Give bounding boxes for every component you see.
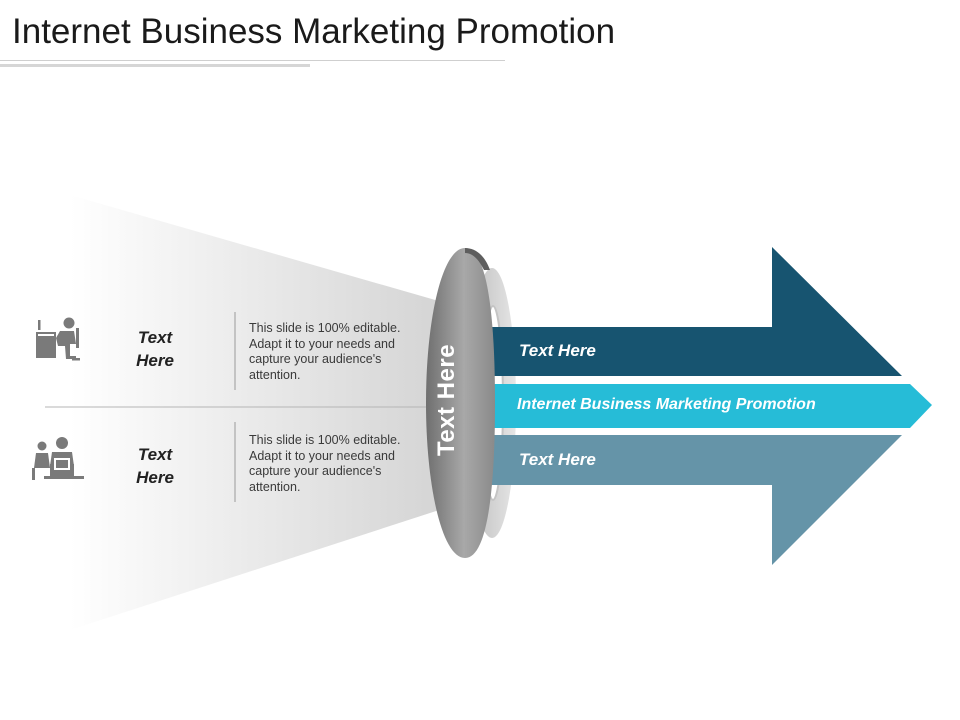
arrow-bottom-label: Text Here (519, 450, 596, 469)
row2-label: Text Here (136, 445, 174, 487)
person-at-desk-icon (32, 314, 82, 364)
title-underline-thick (0, 64, 310, 67)
row1-label: Text Here (136, 328, 174, 370)
ring-label: Text Here (433, 343, 460, 457)
row2-description: This slide is 100% editable. Adapt it to… (249, 433, 401, 494)
arrow-middle-label: Internet Business Marketing Promotion (517, 396, 816, 413)
slide-title: Internet Business Marketing Promotion (12, 12, 616, 51)
arrow-top (480, 247, 902, 376)
arrow-middle (478, 384, 932, 428)
light-beam (70, 195, 470, 630)
row1-description: This slide is 100% editable. Adapt it to… (249, 321, 401, 382)
title-underline-thin (0, 60, 505, 61)
ring-edge (465, 248, 490, 270)
ring-front (426, 248, 495, 558)
arrow-top-label: Text Here (519, 341, 596, 360)
arrow-bottom (480, 435, 902, 565)
meeting-people-icon (28, 436, 86, 484)
